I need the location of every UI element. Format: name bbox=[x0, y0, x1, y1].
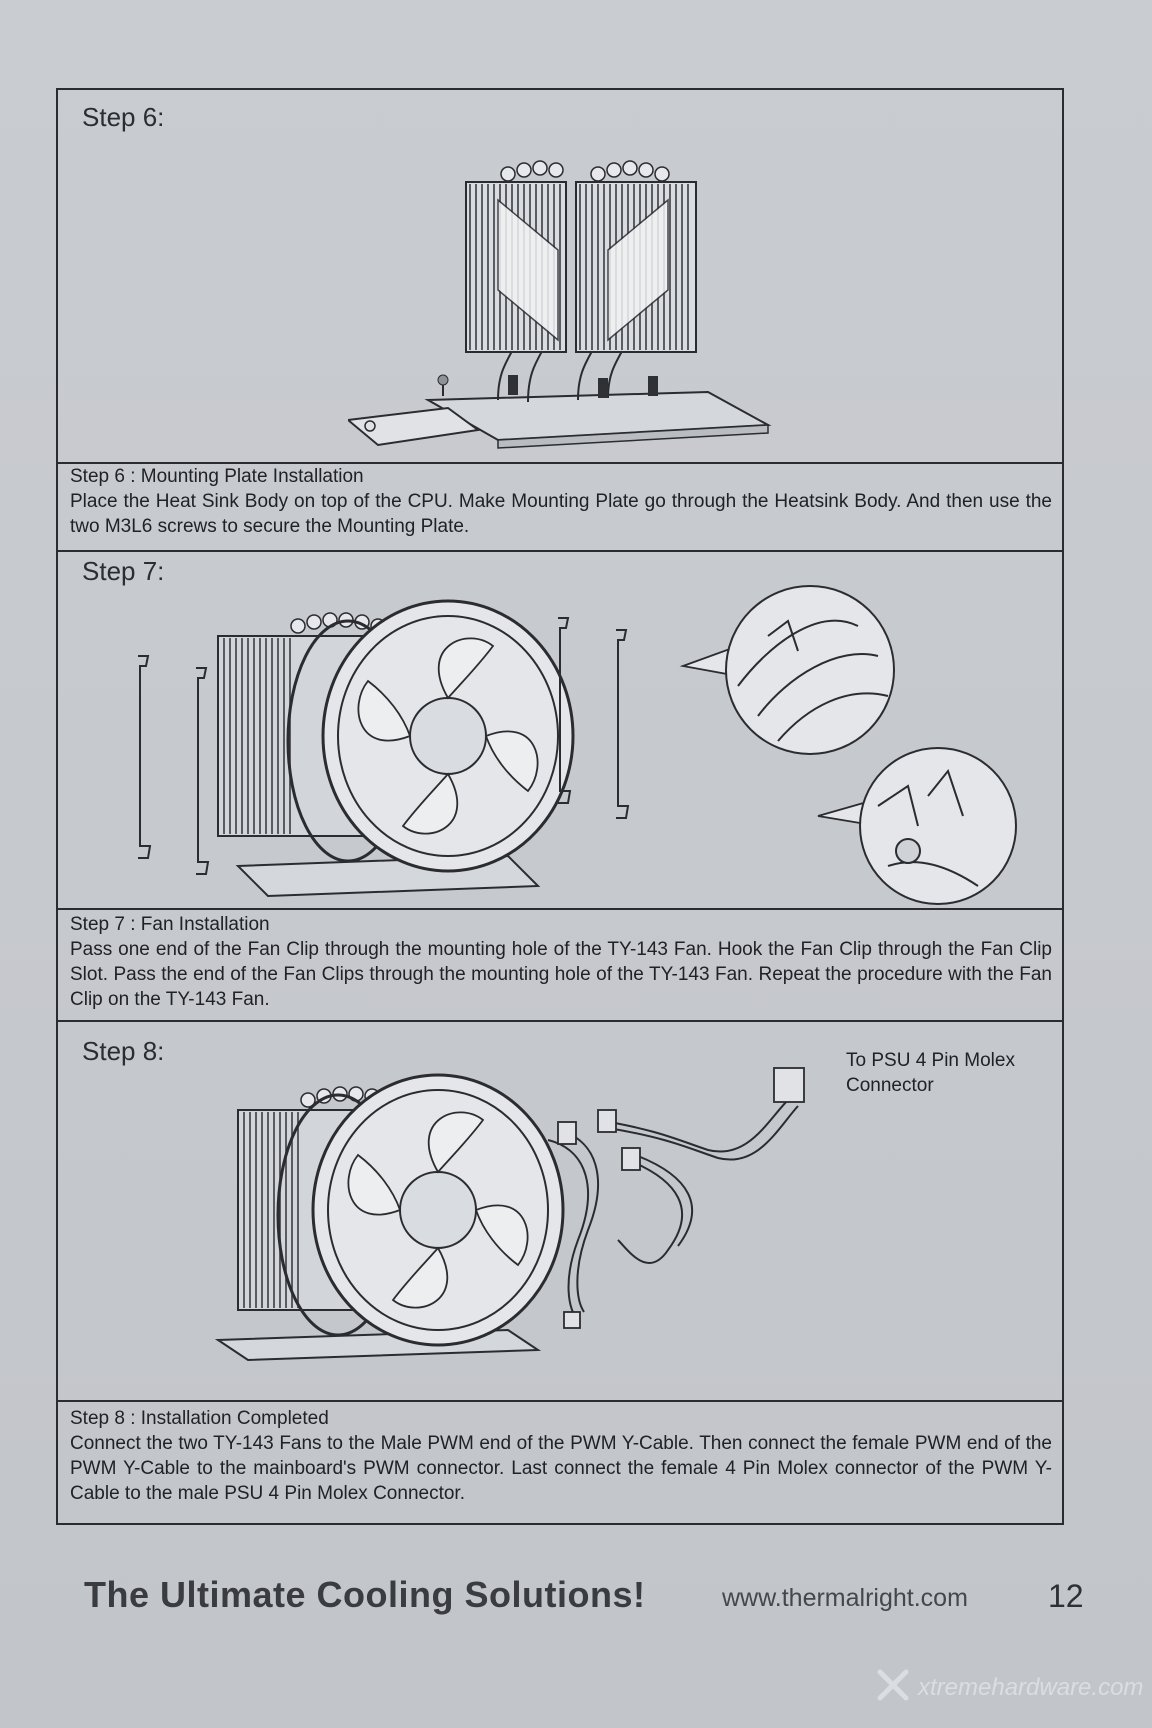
step8-illustration bbox=[208, 1050, 908, 1370]
step6-bottom-divider bbox=[58, 550, 1062, 552]
watermark-text: xtremehardware.com bbox=[918, 1673, 1144, 1701]
step7-divider bbox=[58, 908, 1062, 910]
watermark: xtremehardware.com bbox=[876, 1668, 1143, 1707]
page-number: 12 bbox=[1048, 1578, 1084, 1614]
step8-caption-body: Connect the two TY-143 Fans to the Male … bbox=[70, 1433, 1052, 1504]
step7-bottom-divider bbox=[58, 1020, 1062, 1022]
step7-illustration bbox=[118, 566, 1038, 906]
footer-tagline: The Ultimate Cooling Solutions! bbox=[84, 1574, 646, 1615]
step6-caption-title: Step 6 : Mounting Plate Installation bbox=[70, 466, 364, 487]
instruction-frame: Step 6: bbox=[56, 88, 1064, 1525]
step8-heading: Step 8: bbox=[82, 1036, 165, 1066]
step6-caption-body: Place the Heat Sink Body on top of the C… bbox=[70, 491, 1052, 537]
step6-caption: Step 6 : Mounting Plate Installation Pla… bbox=[70, 464, 1052, 539]
step7-heading: Step 7: bbox=[82, 556, 165, 586]
step6-illustration bbox=[348, 130, 788, 470]
step7-caption-body: Pass one end of the Fan Clip through the… bbox=[70, 939, 1052, 1010]
psu-label-line1: To PSU 4 Pin Molex bbox=[846, 1050, 1015, 1071]
psu-connector-label: To PSU 4 Pin Molex Connector bbox=[846, 1048, 1015, 1098]
step7-caption-title: Step 7 : Fan Installation bbox=[70, 914, 270, 935]
step8-caption-title: Step 8 : Installation Completed bbox=[70, 1408, 329, 1429]
step7-caption: Step 7 : Fan Installation Pass one end o… bbox=[70, 912, 1052, 1012]
x-logo-icon bbox=[876, 1668, 910, 1707]
footer-url: www.thermalright.com bbox=[722, 1584, 968, 1612]
step6-divider bbox=[58, 462, 1062, 464]
step8-divider bbox=[58, 1400, 1062, 1402]
step8-caption: Step 8 : Installation Completed Connect … bbox=[70, 1406, 1052, 1506]
step6-heading: Step 6: bbox=[82, 102, 165, 132]
psu-label-line2: Connector bbox=[846, 1075, 934, 1096]
